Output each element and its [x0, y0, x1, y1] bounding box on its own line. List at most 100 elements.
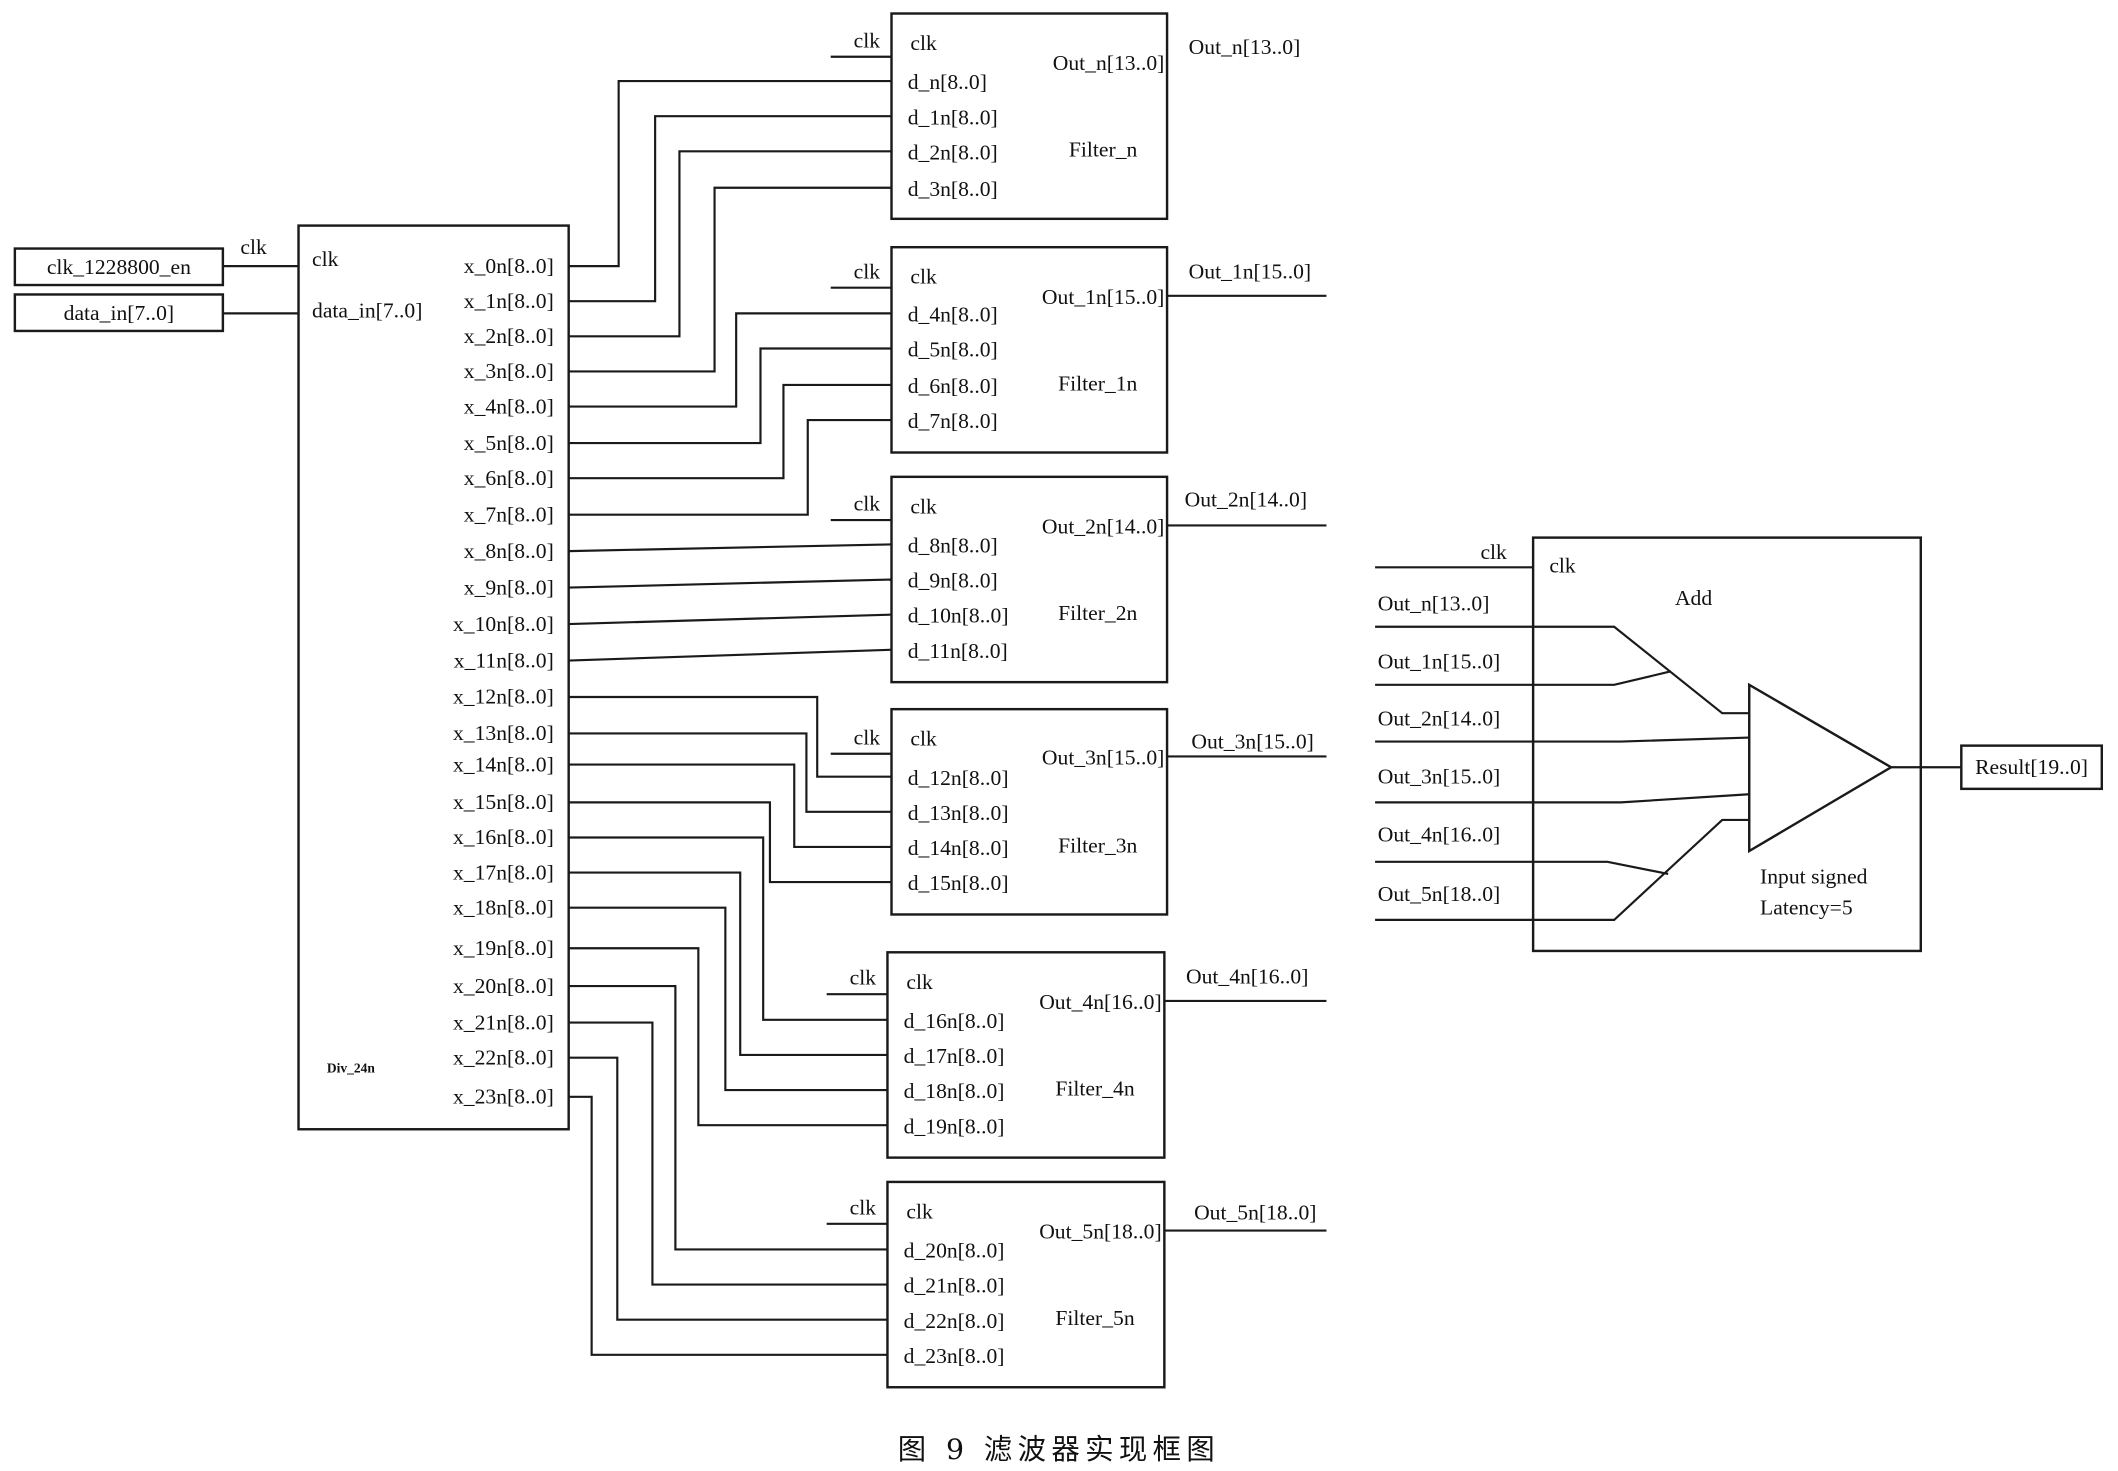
filter-name: Filter_1n — [1058, 371, 1137, 395]
filter-clk-port: clk — [910, 31, 937, 55]
filter-output-port: Out_4n[16..0] — [1039, 990, 1161, 1014]
divider-output-port: x_2n[8..0] — [464, 324, 554, 348]
divider-output-port: x_5n[8..0] — [464, 431, 554, 455]
filter-clk-label: clk — [854, 492, 881, 516]
filter-input-port: d_17n[8..0] — [904, 1044, 1005, 1068]
divider-output-port: x_10n[8..0] — [453, 612, 554, 636]
filter-input-port: d_2n[8..0] — [908, 140, 998, 164]
bus-wire — [568, 186, 892, 373]
filter-clk-port: clk — [910, 727, 937, 751]
divider-output-port: x_22n[8..0] — [453, 1045, 554, 1069]
bus-wire — [568, 347, 892, 445]
filter-input-port: d_11n[8..0] — [908, 639, 1008, 663]
bus-wire — [568, 836, 888, 1021]
divider-data-port: data_in[7..0] — [312, 298, 422, 322]
bus-wire — [568, 312, 892, 408]
filter-clk-port: clk — [906, 1199, 933, 1223]
filter-input-port: d_16n[8..0] — [904, 1009, 1005, 1033]
divider-clk-port: clk — [312, 247, 339, 271]
bus-wire — [568, 763, 892, 849]
divider-output-port: x_7n[8..0] — [464, 502, 554, 526]
divider-output-port: x_8n[8..0] — [464, 539, 554, 563]
filter-output-port: Out_5n[18..0] — [1039, 1220, 1161, 1244]
clk-source-label: clk_1228800_en — [47, 255, 191, 279]
divider-output-port: x_6n[8..0] — [464, 466, 554, 490]
bus-wire — [568, 79, 892, 268]
filter-output-net-label: Out_4n[16..0] — [1186, 964, 1308, 988]
divider-output-port: x_19n[8..0] — [453, 936, 554, 960]
filter-input-port: d_9n[8..0] — [908, 569, 998, 593]
adder-block: clk clk Add Out_n[13..0]Out_1n[15..0]Out… — [1375, 536, 2104, 953]
filter-input-port: d_7n[8..0] — [908, 409, 998, 433]
filter-input-port: d_n[8..0] — [908, 70, 987, 94]
filter-output-net-label: Out_2n[14..0] — [1185, 488, 1307, 512]
divider-output-port: x_12n[8..0] — [453, 685, 554, 709]
filter-input-port: d_13n[8..0] — [908, 801, 1009, 825]
adder-input-wire — [1375, 793, 1750, 804]
bus-wire — [568, 115, 892, 303]
filter-input-port: d_4n[8..0] — [908, 302, 998, 326]
divider-output-port: x_3n[8..0] — [464, 359, 554, 383]
divider-block: clk data_in[7..0] Div_24n x_0n[8..0]x_1n… — [297, 224, 570, 1131]
filter-input-port: d_3n[8..0] — [908, 177, 998, 201]
bus-wire — [568, 383, 892, 480]
filter-clk-port: clk — [910, 494, 937, 518]
filter-input-port: d_21n[8..0] — [904, 1274, 1005, 1298]
bus-wire — [568, 613, 892, 626]
adder-clk-port: clk — [1549, 554, 1576, 578]
adder-input-wire — [1375, 670, 1672, 686]
filter-clk-port: clk — [906, 970, 933, 994]
adder-input-label: Out_5n[18..0] — [1378, 882, 1500, 906]
filter-clk-port: clk — [910, 265, 937, 289]
bus-wire — [568, 1056, 888, 1321]
bus-wire — [568, 648, 892, 662]
adder-input-wire — [1375, 860, 1669, 876]
divider-output-port: x_0n[8..0] — [464, 254, 554, 278]
divider-output-port: x_23n[8..0] — [453, 1085, 554, 1109]
adder-input-wire — [1375, 736, 1750, 743]
adder-note-signed: Input signed — [1760, 864, 1868, 888]
bus-wire — [568, 419, 892, 516]
divider-output-port: x_18n[8..0] — [453, 895, 554, 919]
divider-output-port: x_20n[8..0] — [453, 974, 554, 998]
filter-output-port: Out_n[13..0] — [1053, 51, 1165, 75]
filter-input-port: d_5n[8..0] — [908, 338, 998, 362]
filter-output-port: Out_1n[15..0] — [1042, 285, 1164, 309]
filter-name: Filter_2n — [1058, 601, 1137, 625]
filter-block: clk clk d_4n[8..0] d_5n[8..0] d_6n[8..0] d_7n… — [830, 245, 1327, 454]
adder-symbol — [1748, 682, 1894, 854]
divider-name: Div_24n — [327, 1061, 376, 1076]
adder-clk-label: clk — [1480, 540, 1507, 564]
adder-input-wire — [1375, 818, 1750, 921]
divider-output-port: x_21n[8..0] — [453, 1010, 554, 1034]
adder-name: Add — [1675, 586, 1712, 610]
filter-output-net-label: Out_n[13..0] — [1189, 35, 1301, 59]
filter-clk-label: clk — [854, 259, 881, 283]
filter-output-net-label: Out_3n[15..0] — [1191, 729, 1313, 753]
filter-input-port: d_14n[8..0] — [908, 836, 1009, 860]
divider-output-port: x_13n[8..0] — [453, 721, 554, 745]
bus-wire — [568, 801, 892, 884]
filter-name: Filter_5n — [1055, 1306, 1134, 1330]
filter-clk-label: clk — [854, 28, 881, 52]
result-box — [1960, 744, 2104, 791]
filter-name: Filter_n — [1069, 138, 1138, 162]
adder-input-wire — [1375, 625, 1750, 715]
adder-input-label: Out_n[13..0] — [1378, 592, 1490, 616]
divider-output-port: x_14n[8..0] — [453, 752, 554, 776]
filter-input-port: d_10n[8..0] — [908, 604, 1009, 628]
filter-input-port: d_15n[8..0] — [908, 871, 1009, 895]
bus-wire — [568, 947, 888, 1127]
result-label: Result[19..0] — [1975, 755, 2088, 779]
divider-output-port: x_15n[8..0] — [453, 790, 554, 814]
filter-input-port: d_19n[8..0] — [904, 1114, 1005, 1138]
filter-output-port: Out_2n[14..0] — [1042, 515, 1164, 539]
filter-name: Filter_3n — [1058, 833, 1137, 857]
filter-input-port: d_6n[8..0] — [908, 374, 998, 398]
adder-input-label: Out_2n[14..0] — [1378, 706, 1500, 730]
